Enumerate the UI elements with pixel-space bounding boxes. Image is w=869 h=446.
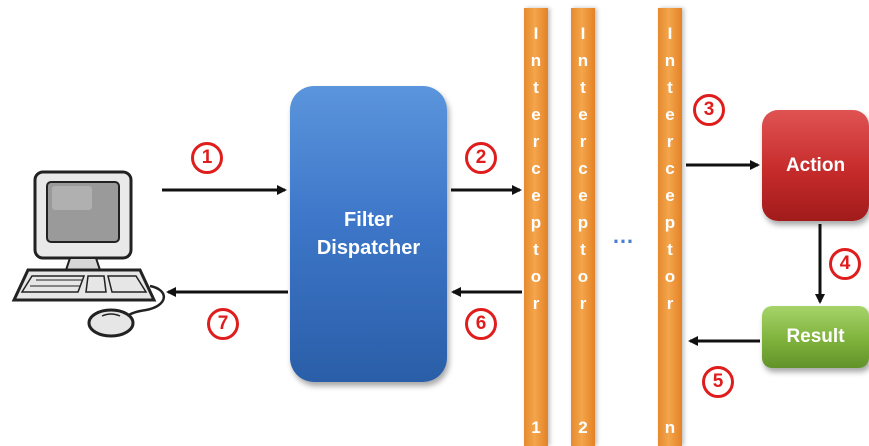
- filter-dispatcher-line2: Dispatcher: [316, 237, 421, 259]
- interceptor-letter: t: [533, 240, 539, 259]
- result-label: Result: [786, 326, 845, 347]
- ellipsis: …: [612, 223, 636, 248]
- interceptor-letter: r: [579, 132, 587, 151]
- interceptor-letter: r: [666, 132, 674, 151]
- filter-dispatcher-line1: Filter: [344, 209, 393, 231]
- interceptor-letter: o: [530, 267, 542, 286]
- interceptor-number: 1: [531, 418, 541, 437]
- step-7-badge: 7: [207, 308, 239, 340]
- interceptor-letter: o: [664, 267, 676, 286]
- interceptor-letter: r: [579, 294, 587, 313]
- interceptor-letter: e: [665, 186, 675, 205]
- interceptor-letter: e: [531, 105, 541, 124]
- interceptor-letter: p: [577, 213, 589, 232]
- interceptor-letter: e: [665, 105, 675, 124]
- interceptor-letter: n: [664, 51, 676, 70]
- interceptor-letter: I: [533, 24, 539, 43]
- step-5-badge: 5: [702, 366, 734, 398]
- computer-icon: [11, 170, 165, 338]
- interceptor-letter: t: [580, 78, 586, 97]
- interceptor-letter: t: [533, 78, 539, 97]
- interceptor-letter: t: [580, 240, 586, 259]
- interceptor-letter: p: [530, 213, 542, 232]
- interceptor-letter: n: [530, 51, 542, 70]
- step-4-badge: 4: [829, 248, 861, 280]
- interceptor-letter: e: [531, 186, 541, 205]
- interceptor-letter: I: [667, 24, 673, 43]
- interceptor-letter: n: [577, 51, 589, 70]
- filter-dispatcher-box: Filter Dispatcher: [290, 86, 447, 382]
- interceptor-number: 2: [578, 418, 588, 437]
- interceptor-letter: c: [665, 159, 675, 178]
- action-box: Action: [762, 110, 869, 221]
- interceptor-letter: t: [667, 240, 673, 259]
- interceptor-number: n: [664, 418, 676, 437]
- interceptor-letter: r: [532, 294, 540, 313]
- step-3-badge: 3: [693, 94, 725, 126]
- interceptor-letter: p: [664, 213, 676, 232]
- interceptor-letter: r: [666, 294, 674, 313]
- interceptor-letter: I: [580, 24, 586, 43]
- interceptor-letter: t: [667, 78, 673, 97]
- result-box: Result: [762, 306, 869, 368]
- step-2-badge: 2: [465, 142, 497, 174]
- interceptor-letter: o: [577, 267, 589, 286]
- interceptor-letter: r: [532, 132, 540, 151]
- interceptor-letter: c: [578, 159, 588, 178]
- interceptor-letter: c: [531, 159, 541, 178]
- step-1-badge: 1: [191, 142, 223, 174]
- interceptor-letter: e: [578, 105, 588, 124]
- step-6-badge: 6: [465, 308, 497, 340]
- interceptor-letter: e: [578, 186, 588, 205]
- action-label: Action: [785, 154, 846, 176]
